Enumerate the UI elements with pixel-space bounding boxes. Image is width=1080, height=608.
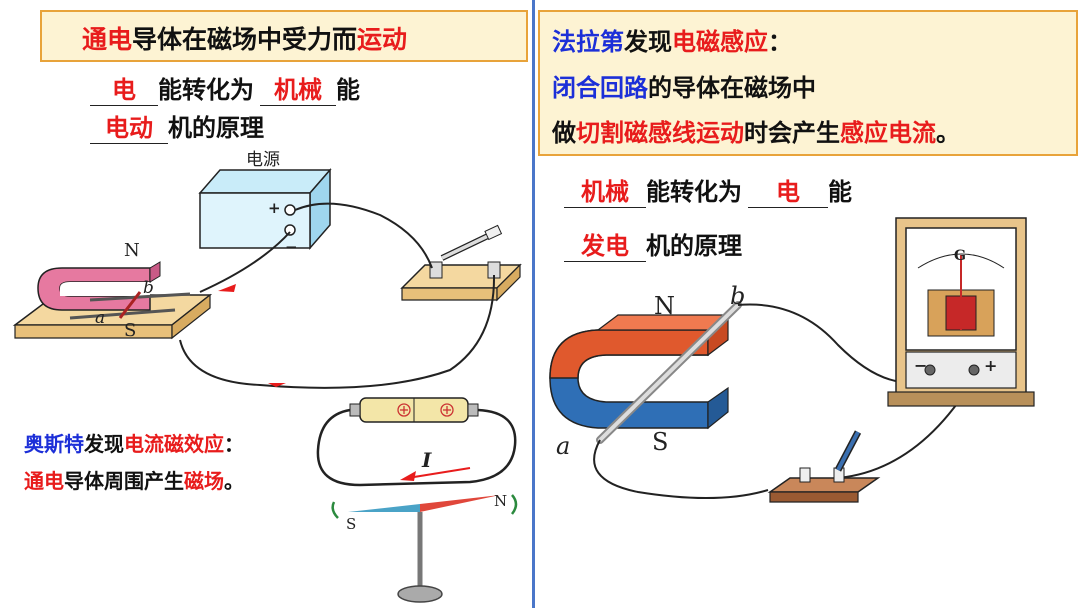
energy-text: 能转化为 [158,76,254,104]
faraday-produces: 时会产生 [744,119,840,147]
title-word-energized: 通电 [82,25,133,54]
galvanometer-g-label: G [954,248,966,264]
current-label: I [422,448,432,472]
faraday-name: 法拉第 [552,28,624,56]
needle-n-label: N [494,492,508,510]
faraday-line-2: 闭合回路的导体在磁场中 [552,68,816,103]
magnet-s-label: S [652,428,669,456]
motor-diagram [12,167,522,603]
needle-s-label: S [346,515,357,533]
right-energy-line: 机械能转化为电能 [564,172,852,208]
blank-motor: 电动 [90,108,168,144]
minus-terminal-label: − [285,238,298,256]
faraday-period: 。 [936,119,960,147]
generator-diagram [549,217,1035,503]
left-title-box [40,10,528,62]
left-energy-line: 电能转化为机械能 [90,70,360,106]
oersted-period: 。 [224,469,244,493]
galvanometer-minus-label: − [914,356,928,375]
faraday-current: 感应电流 [840,119,936,147]
left-principle-line: 电动机的原理 [90,108,264,144]
left-title: 通电导体在磁场中受力而运动 [82,20,407,56]
rod-end-a-label: a [556,432,571,460]
faraday-cutting: 切割磁感线运动 [576,119,744,147]
blank-mechanical: 机械 [260,70,336,106]
faraday-discover: 发现 [624,28,672,56]
oersted-name: 奥斯特 [24,432,84,456]
oersted-line-2: 通电导体周围产生磁场。 [24,465,244,494]
oersted-around: 导体周围产生 [64,469,184,493]
panel-divider [532,0,535,608]
blank-electric: 电 [90,70,158,106]
faraday-colon: ： [768,28,792,56]
oersted-colon: ： [224,432,244,456]
oersted-field: 磁场 [184,469,224,493]
energy-text: 能转化为 [646,178,742,206]
oersted-energized: 通电 [24,469,64,493]
right-title-box [538,10,1078,156]
blank-mechanical: 机械 [564,172,646,208]
faraday-line-3: 做切割磁感线运动时会产生感应电流。 [552,113,960,148]
left-panel: 通电导体在磁场中受力而运动 电能转化为机械能 电动机的原理 [0,0,530,608]
galvanometer-plus-label: + [984,356,998,375]
magnet-n-label: N [124,240,140,261]
power-supply-label: 电源 [246,150,280,170]
energy-tail: 能 [828,178,852,206]
rod-end-b-label: b [143,278,154,298]
oersted-line-1: 奥斯特发现电流磁效应： [24,428,244,457]
faraday-line-1: 法拉第发现电磁感应： [552,22,792,57]
oersted-effect: 电流磁效应 [124,432,224,456]
title-text: 导体在磁场中受力而 [132,25,358,54]
magnet-n-label: N [654,292,675,320]
energy-tail: 能 [336,76,360,104]
right-principle-line: 发电机的原理 [564,226,742,262]
faraday-do: 做 [552,119,576,147]
magnet-s-label: S [124,320,137,341]
rod-end-b-label: b [730,282,746,310]
faraday-in-field: 的导体在磁场中 [648,74,816,102]
oersted-discover: 发现 [84,432,124,456]
faraday-induction: 电磁感应 [672,28,768,56]
plus-terminal-label: + [268,199,281,217]
faraday-closed-loop: 闭合回路 [552,74,648,102]
principle-text: 机的原理 [646,232,742,260]
title-word-motion: 运动 [357,25,408,54]
blank-generator: 发电 [564,226,646,262]
rod-end-a-label: a [95,308,106,328]
blank-electric: 电 [748,172,828,208]
right-panel: 法拉第发现电磁感应： 闭合回路的导体在磁场中 做切割磁感线运动时会产生感应电流。… [538,0,1080,608]
principle-text: 机的原理 [168,114,264,142]
